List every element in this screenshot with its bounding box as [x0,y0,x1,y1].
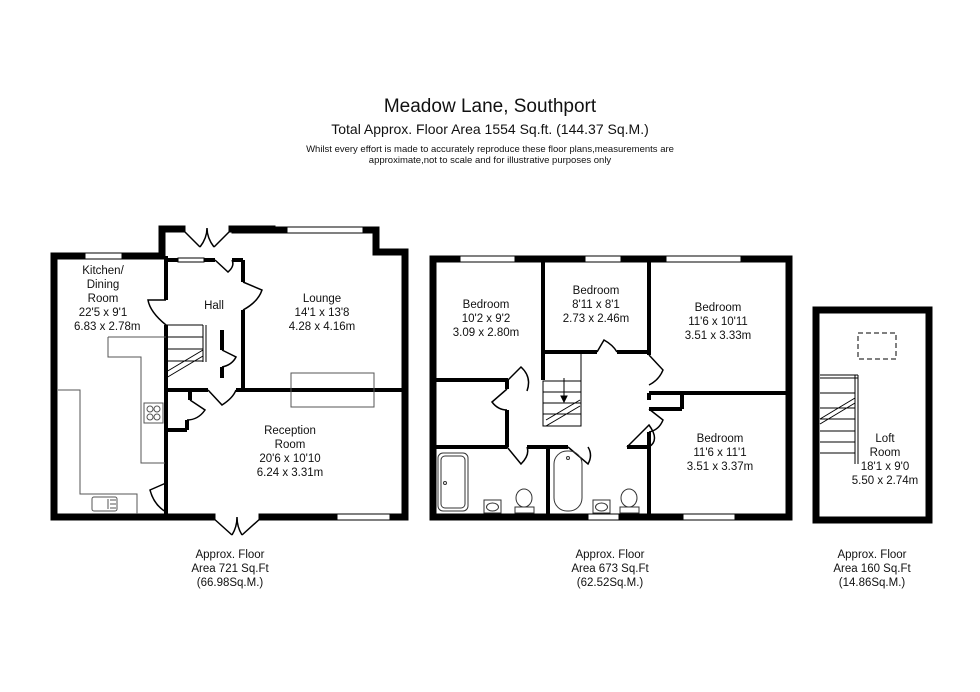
ground-floor-plan [50,225,409,536]
area-caption-line: Approx. Floor [837,549,907,561]
ground-outer-walls [50,225,409,521]
first-bathroom-fittings [437,450,640,514]
room-label-kitchen-dining: Kitchen/ Dining Room 22'5 x 9'1 6.83 x 2… [74,264,141,334]
room-name: Kitchen/ [82,265,124,277]
area-caption-line: (14.86Sq.M.) [838,577,906,589]
room-label-lounge: Lounge 14'1 x 13'8 4.28 x 4.16m [282,292,362,334]
loft-stairs [819,374,859,464]
first-windows [459,255,742,521]
room-label-bedroom-4: Bedroom 11'6 x 11'1 3.51 x 3.37m [678,432,762,474]
room-dimensions-imperial: 11'6 x 11'1 [693,447,747,459]
loft-outer-walls [812,306,933,524]
loft-skylight [857,332,897,360]
area-caption-line: Area 160 Sq.Ft [833,563,911,575]
room-dimensions-imperial: 14'1 x 13'8 [294,307,350,319]
first-floor-area: Approx. Floor Area 673 Sq.Ft (62.52Sq.M.… [560,548,660,590]
ground-floor-area: Approx. Floor Area 721 Sq.Ft (66.98Sq.M.… [180,548,280,590]
room-dimensions-metric: 6.24 x 3.31m [256,467,324,479]
disclaimer-line-2: approximate,not to scale and for illustr… [368,155,612,166]
room-dimensions-metric: 2.73 x 2.46m [562,313,630,325]
first-floor-plan [429,255,793,521]
ground-interior-walls [164,256,405,517]
room-name: Bedroom [694,302,742,314]
room-dimensions-metric: 5.50 x 2.74m [851,475,919,487]
property-title: Meadow Lane, Southport [383,96,597,117]
room-dimensions-imperial: 8'11 x 8'1 [572,299,620,311]
ground-windows [84,226,391,521]
room-name: Dining [86,279,120,291]
area-caption-line: Area 673 Sq.Ft [571,563,649,575]
room-name: Lounge [302,293,342,305]
ground-kitchen-units [58,336,375,514]
room-dimensions-imperial: 18'1 x 9'0 [860,461,910,473]
area-caption-line: (62.52Sq.M.) [576,577,644,589]
room-label-reception: Reception Room 20'6 x 10'10 6.24 x 3.31m [250,424,330,480]
room-dimensions-imperial: 22'5 x 9'1 [78,307,128,319]
room-name: Bedroom [572,285,620,297]
room-dimensions-metric: 4.28 x 4.16m [288,321,356,333]
room-dimensions-metric: 3.51 x 3.37m [686,461,754,473]
first-stairs [542,352,582,427]
loft-floor-plan [812,306,933,524]
room-name: Hall [204,300,224,312]
area-caption-line: Approx. Floor [575,549,645,561]
room-label-bedroom-1: Bedroom 10'2 x 9'2 3.09 x 2.80m [446,298,526,340]
room-label-loft: Loft Room 18'1 x 9'0 5.50 x 2.74m [850,432,920,488]
room-label-hall: Hall [196,299,232,313]
loft-floor-area: Approx. Floor Area 160 Sq.Ft (14.86Sq.M.… [822,548,922,590]
room-dimensions-imperial: 20'6 x 10'10 [259,453,321,465]
area-caption-line: Area 721 Sq.Ft [191,563,269,575]
first-interior-walls [433,259,789,517]
first-doors [490,338,664,466]
room-dimensions-imperial: 11'6 x 10'11 [688,316,748,328]
room-dimensions-metric: 3.09 x 2.80m [452,327,520,339]
disclaimer-line-1: Whilst every effort is made to accuratel… [306,144,674,155]
room-label-bedroom-3: Bedroom 11'6 x 10'11 3.51 x 3.33m [676,301,760,343]
room-label-bedroom-2: Bedroom 8'11 x 8'1 2.73 x 2.46m [556,284,636,326]
area-caption-line: Approx. Floor [195,549,265,561]
room-name: Room [869,447,901,459]
room-dimensions-metric: 6.83 x 2.78m [74,321,141,333]
ground-stairs [165,324,207,379]
disclaimer: Whilst every effort is made to accuratel… [0,144,980,166]
room-name: Reception [264,425,316,437]
room-name: Loft [875,433,895,445]
room-name: Bedroom [696,433,744,445]
room-name: Room [87,293,119,305]
total-floor-area: Total Approx. Floor Area 1554 Sq.ft. (14… [331,121,649,137]
room-name: Room [274,439,306,451]
room-dimensions-imperial: 10'2 x 9'2 [461,313,511,325]
room-name: Bedroom [462,299,510,311]
room-dimensions-metric: 3.51 x 3.33m [684,330,752,342]
header: Meadow Lane, Southport Total Approx. Flo… [0,96,980,166]
area-caption-line: (66.98Sq.M.) [196,577,264,589]
ground-doors [147,227,263,536]
